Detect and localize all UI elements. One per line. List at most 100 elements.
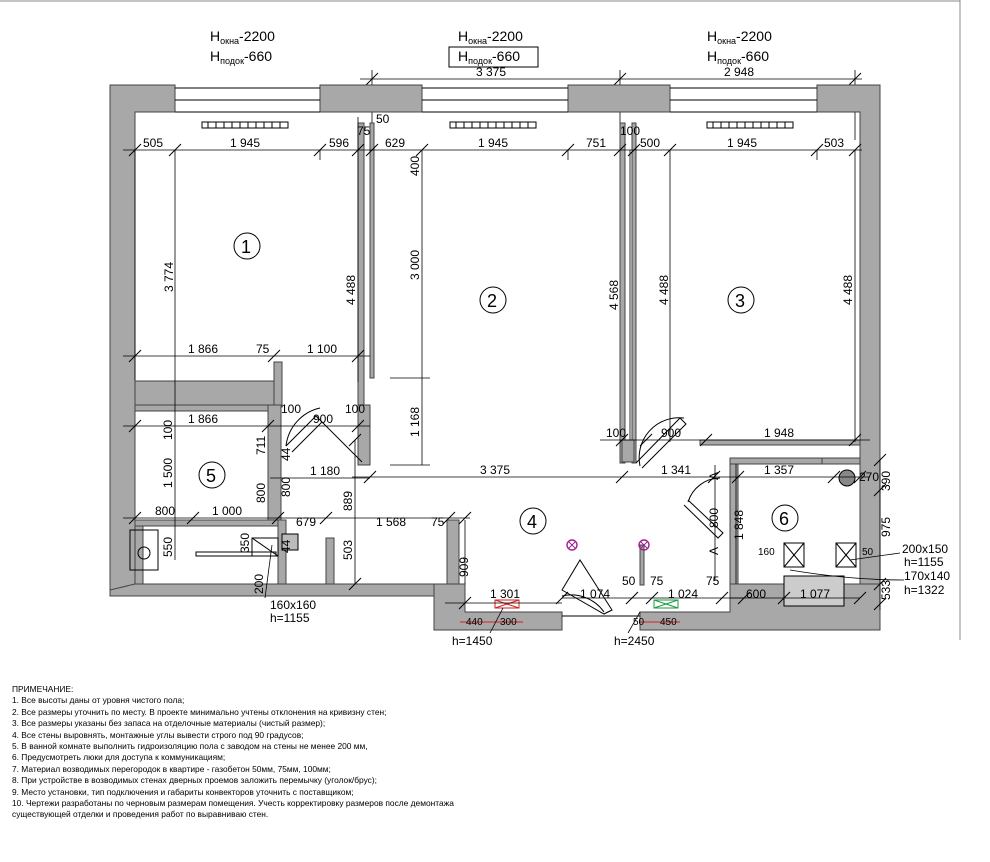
room-marker-3: 3	[727, 286, 755, 314]
svg-text:200: 200	[252, 574, 266, 594]
notes-title: ПРИМЕЧАНИЕ:	[12, 684, 74, 694]
radiator-red	[460, 599, 523, 623]
ceiling-outlet-icon	[566, 539, 578, 551]
note-item: 6. Предусмотреть люки для доступа к комм…	[12, 752, 226, 763]
svg-text:1 357: 1 357	[764, 463, 794, 477]
svg-text:800: 800	[279, 477, 293, 497]
svg-text:75: 75	[357, 124, 371, 138]
svg-text:2: 2	[487, 291, 497, 311]
note-item: существующей отделки и проведения работ …	[12, 809, 269, 820]
svg-text:Нподок-660: Нподок-660	[458, 48, 520, 66]
annotations: 160x160 h=1155 200x150 h=1155 170x140 h=…	[264, 542, 950, 648]
svg-text:270: 270	[859, 470, 879, 484]
rad2-h: h=2450	[614, 634, 655, 648]
dimension-labels: 50 75 100 505 1 945 596 629 1 945 751 50…	[143, 112, 893, 628]
radiator-green	[640, 599, 680, 623]
room-marker-4: 4	[519, 507, 547, 535]
svg-text:1 568: 1 568	[376, 515, 406, 529]
conv-right2-h: h=1322	[904, 583, 945, 597]
svg-text:3 774: 3 774	[162, 262, 176, 292]
svg-text:503: 503	[824, 136, 844, 150]
dim-top-3: 2 948	[724, 65, 754, 79]
svg-text:75: 75	[256, 342, 270, 356]
svg-text:75: 75	[650, 574, 664, 588]
svg-text:50: 50	[633, 617, 645, 628]
svg-text:600: 600	[746, 587, 766, 601]
svg-text:1 301: 1 301	[490, 587, 520, 601]
window-header-1: Нокна-2200 Нподок-660	[210, 28, 275, 66]
window-header-2: Нокна-2200 Нподок-660	[448, 28, 539, 68]
svg-text:1 945: 1 945	[727, 136, 757, 150]
svg-text:4 488: 4 488	[344, 275, 358, 305]
note-item: 7. Материал возводимых перегородок в ква…	[12, 763, 331, 774]
svg-text:503: 503	[341, 540, 355, 560]
svg-text:50: 50	[376, 112, 390, 126]
svg-text:1 168: 1 168	[408, 407, 422, 437]
svg-text:1 074: 1 074	[580, 587, 610, 601]
svg-text:1 945: 1 945	[478, 136, 508, 150]
svg-text:350: 350	[238, 533, 252, 553]
svg-text:300: 300	[500, 617, 517, 628]
svg-text:440: 440	[466, 617, 483, 628]
conv-right1-size: 200x150	[902, 542, 948, 556]
note-item: 9. Место установки, тип подключения и га…	[12, 786, 354, 797]
svg-text:3: 3	[735, 291, 745, 311]
room-marker-5: 5	[198, 461, 226, 489]
svg-text:1: 1	[241, 237, 251, 257]
svg-text:100: 100	[345, 402, 365, 416]
svg-text:505: 505	[143, 136, 163, 150]
note-item: 1. Все высоты даны от уровня чистого пол…	[12, 695, 185, 706]
svg-text:800: 800	[254, 483, 268, 503]
svg-text:5: 5	[206, 466, 216, 486]
svg-text:A: A	[707, 547, 721, 555]
svg-text:900: 900	[313, 412, 333, 426]
svg-text:50: 50	[622, 574, 636, 588]
svg-text:4 488: 4 488	[841, 275, 855, 305]
svg-text:100: 100	[620, 124, 640, 138]
svg-text:1 948: 1 948	[764, 426, 794, 440]
svg-text:450: 450	[660, 617, 677, 628]
svg-text:400: 400	[408, 156, 422, 176]
svg-text:160: 160	[758, 547, 775, 558]
svg-text:1 100: 1 100	[307, 342, 337, 356]
svg-text:A: A	[707, 472, 721, 480]
svg-text:889: 889	[341, 491, 355, 511]
svg-text:Нокна-2200: Нокна-2200	[210, 28, 275, 46]
notes-block: ПРИМЕЧАНИЕ: 1. Все высоты даны от уровня…	[12, 684, 632, 821]
room-marker-2: 2	[479, 286, 507, 314]
room-marker-1: 1	[233, 232, 261, 260]
svg-text:100: 100	[281, 402, 301, 416]
svg-text:1 848: 1 848	[732, 510, 746, 540]
svg-text:4 488: 4 488	[657, 275, 671, 305]
svg-text:1 341: 1 341	[661, 463, 691, 477]
svg-text:4: 4	[527, 512, 537, 532]
svg-text:Нподок-660: Нподок-660	[210, 48, 272, 66]
conv-left-h: h=1155	[270, 611, 310, 625]
bathroom-fixtures	[129, 469, 857, 607]
conv-right2-size: 170x140	[904, 569, 950, 583]
svg-text:75: 75	[706, 574, 720, 588]
svg-text:800: 800	[155, 504, 175, 518]
svg-text:1 866: 1 866	[188, 342, 218, 356]
svg-text:711: 711	[254, 436, 268, 455]
svg-text:3 375: 3 375	[480, 463, 510, 477]
radiator	[201, 121, 289, 129]
rad1-h: h=1450	[452, 634, 493, 648]
svg-text:500: 500	[640, 136, 660, 150]
svg-text:75: 75	[431, 515, 445, 529]
svg-text:550: 550	[161, 537, 175, 557]
svg-text:1 866: 1 866	[188, 412, 218, 426]
room-marker-6: 6	[771, 504, 799, 532]
note-item: 3. Все размеры указаны без запаса на отд…	[12, 718, 326, 729]
radiator	[706, 121, 794, 129]
svg-text:1 024: 1 024	[668, 587, 698, 601]
ceiling-outlet-icon	[638, 539, 650, 551]
svg-text:800: 800	[707, 508, 721, 528]
svg-text:44: 44	[279, 539, 293, 553]
svg-text:44: 44	[279, 447, 293, 461]
svg-text:Нокна-2200: Нокна-2200	[707, 28, 772, 46]
svg-text:533: 533	[879, 580, 893, 600]
dimension-lines	[123, 117, 881, 610]
svg-text:629: 629	[385, 136, 405, 150]
